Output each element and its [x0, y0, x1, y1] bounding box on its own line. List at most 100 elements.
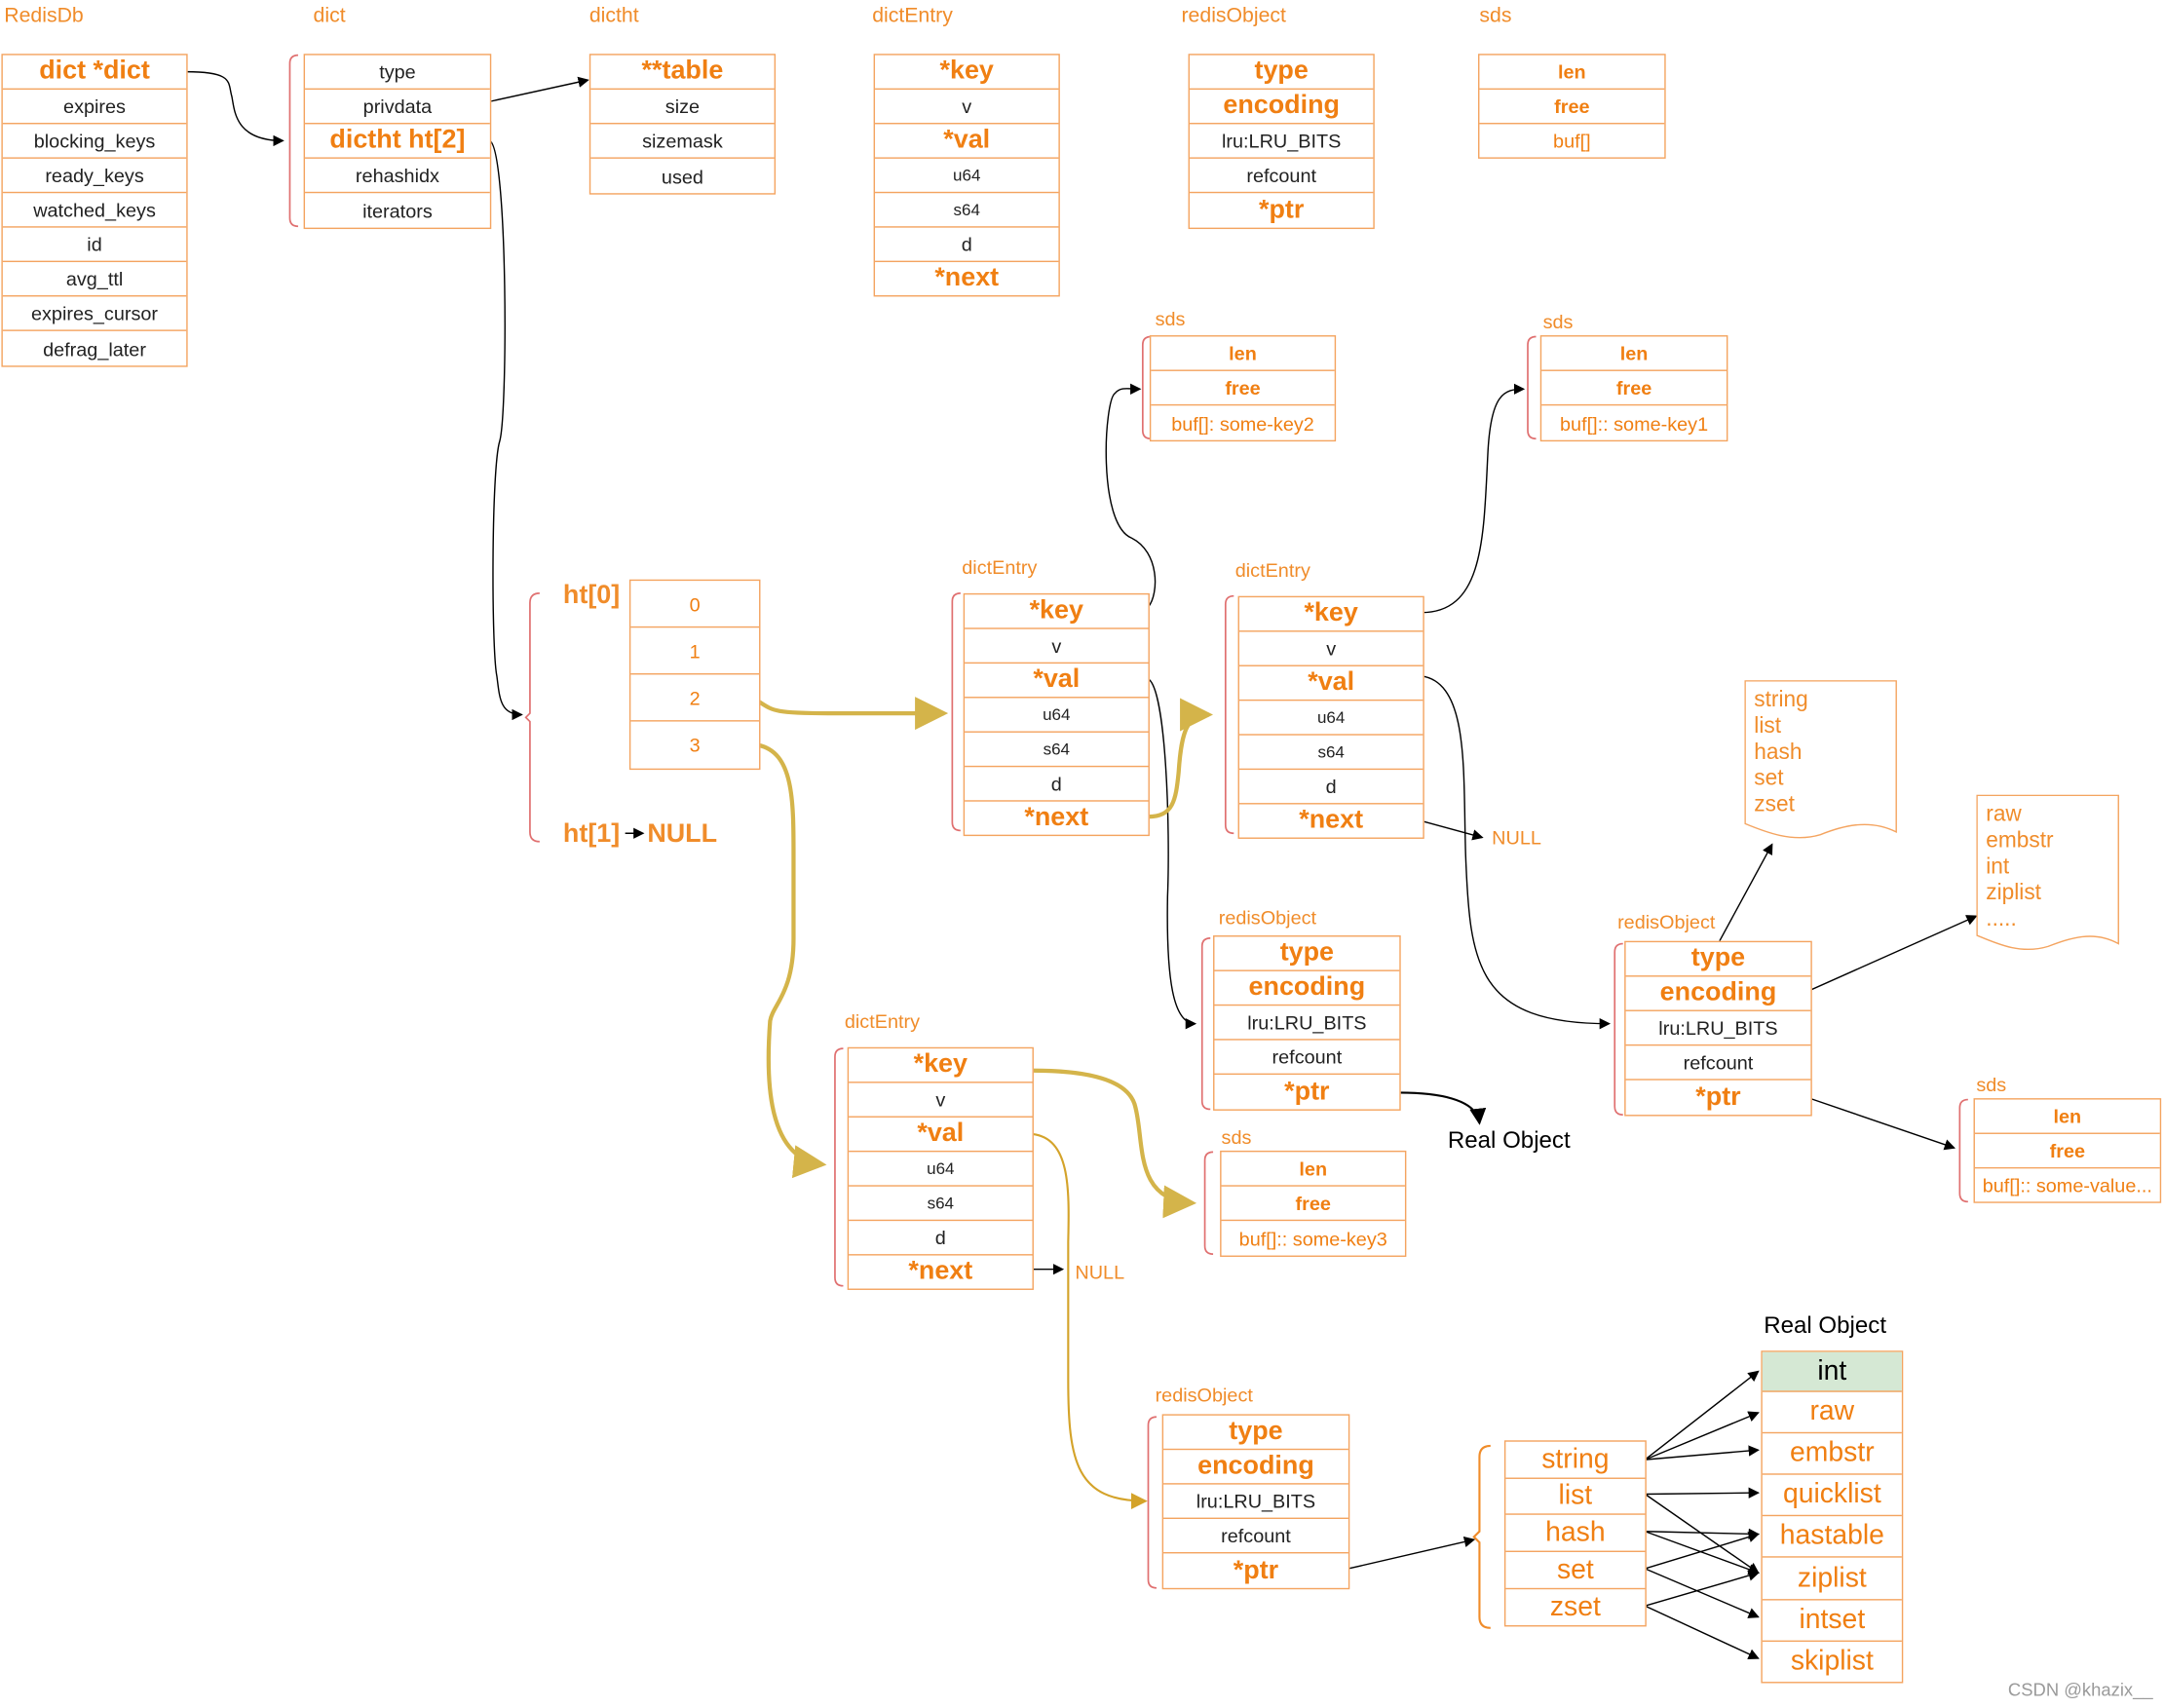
encoding-item: hastable — [1762, 1516, 1902, 1558]
sds-key1-label: sds — [1542, 310, 1574, 333]
redisdb-field: defrag_later — [43, 337, 146, 360]
dict-field: type — [305, 56, 490, 91]
type-item: zset — [1549, 1591, 1601, 1622]
sds-value-table: len free buf[]:: some-value... — [1973, 1098, 2162, 1203]
sds-key1-table: len free buf[]:: some-key1 — [1539, 335, 1728, 442]
redisdb-field: expires — [2, 90, 187, 125]
sds-field: buf[] — [1553, 130, 1591, 152]
bucket-slot: 1 — [630, 627, 760, 675]
type-item: list — [1505, 1479, 1646, 1515]
types-table: string list hash set zset — [1503, 1440, 1647, 1627]
entry-field: d — [849, 1221, 1033, 1256]
redisdb-field: id — [2, 228, 187, 263]
dictentry-field: u64 — [875, 159, 1059, 194]
robj-field: lru:LRU_BITS — [1214, 1006, 1400, 1041]
redisdb-table: dict *dict expires blocking_keys ready_k… — [1, 54, 188, 367]
robj-field: refcount — [1625, 1045, 1811, 1081]
dict-header: dict — [313, 4, 346, 28]
dictentry-field: *next — [934, 263, 1000, 293]
sds-definition-table: len free buf[] — [1478, 54, 1666, 159]
robj-field: type — [1163, 1416, 1348, 1451]
encoding-item: ziplist — [1762, 1558, 1902, 1601]
encoding-item: skiplist — [1790, 1646, 1874, 1677]
dictentry-definition-table: *key v *val u64 s64 d *next — [873, 54, 1060, 297]
sds-field: free — [1974, 1134, 2160, 1169]
dictentry-header: dictEntry — [872, 4, 953, 28]
note-line: set — [1754, 767, 1784, 791]
ht1-label: ht[1] — [562, 819, 621, 849]
sds-field: buf[]: some-key2 — [1171, 411, 1314, 435]
entry-field: *key — [849, 1048, 1033, 1083]
robj-field: encoding — [1214, 971, 1400, 1006]
robj-field: refcount — [1163, 1519, 1348, 1554]
note-line: raw — [1986, 803, 2022, 827]
dictht-table: **table size sizemask used — [588, 54, 777, 195]
entry-field: *next — [908, 1256, 973, 1286]
dictentry-field: *key — [875, 56, 1059, 91]
type-note-shape — [1744, 680, 1897, 839]
redisobject-c-label: redisObject — [1155, 1384, 1253, 1406]
bucket-array: 0 1 2 3 — [628, 579, 761, 771]
bucket-slot: 2 — [630, 674, 760, 722]
note-line: hash — [1754, 740, 1803, 765]
entry-field: d — [965, 767, 1149, 802]
robj-field: *ptr — [1284, 1077, 1330, 1106]
redisdb-field: ready_keys — [2, 159, 187, 194]
note-line: int — [1986, 854, 2010, 879]
note-line: list — [1754, 714, 1782, 739]
redisdb-field: expires_cursor — [2, 296, 187, 331]
entry-field: *next — [1299, 805, 1364, 835]
robj-field: lru:LRU_BITS — [1625, 1011, 1811, 1046]
dict-field: rehashidx — [305, 159, 490, 194]
encoding-item: embstr — [1762, 1433, 1902, 1475]
ht0-label: ht[0] — [562, 581, 621, 610]
encoding-item: int — [1762, 1351, 1902, 1392]
robj-field: lru:LRU_BITS — [1163, 1485, 1348, 1520]
entry-field: *next — [1024, 803, 1089, 832]
robj-field: *ptr — [1233, 1555, 1279, 1585]
sds-field: len — [1479, 56, 1665, 91]
entry-field: *val — [849, 1118, 1033, 1153]
entry-field: v — [849, 1083, 1033, 1118]
ht1-null-label: NULL — [647, 819, 718, 849]
sds-field: buf[]:: some-value... — [1982, 1174, 2152, 1196]
sds-value-label: sds — [1976, 1073, 2007, 1096]
sds-field: free — [1479, 90, 1665, 125]
bucket-slot: 3 — [689, 734, 701, 756]
robj-field: type — [1214, 936, 1400, 971]
redisdb-header: RedisDb — [4, 4, 84, 28]
entry-field: v — [1238, 632, 1424, 666]
redisdb-field: dict *dict — [2, 56, 187, 91]
real-object-label-b: Real Object — [1764, 1311, 1887, 1339]
encoding-note-shape — [1976, 794, 2119, 951]
sds-field: buf[]:: some-key3 — [1238, 1227, 1387, 1250]
dictht-field: used — [661, 165, 703, 187]
sds-key3-label: sds — [1221, 1125, 1252, 1149]
dictht-field: size — [590, 90, 775, 125]
entry-field: d — [1238, 770, 1424, 805]
redisobject-b-label: redisObject — [1617, 910, 1716, 933]
dictentry-c-table: *key v *val u64 s64 d *next — [847, 1046, 1034, 1290]
entry-field: *key — [965, 594, 1149, 629]
entry-field: s64 — [1238, 736, 1424, 771]
dictentry-c-label: dictEntry — [844, 1009, 921, 1033]
redisdb-field: blocking_keys — [2, 124, 187, 159]
redisdb-field: watched_keys — [2, 193, 187, 228]
type-note: string list hash set zset — [1744, 680, 1897, 825]
type-item: string — [1505, 1442, 1646, 1479]
redisobject-header: redisObject — [1181, 4, 1286, 28]
robj-field: encoding — [1163, 1450, 1348, 1485]
note-line: ziplist — [1986, 881, 2041, 905]
dictentry-field: d — [875, 228, 1059, 263]
dict-table: type privdata dictht ht[2] rehashidx ite… — [303, 54, 492, 230]
entry-b-next-null: NULL — [1492, 826, 1541, 849]
robj-field: *ptr — [1695, 1082, 1741, 1112]
redisobject-field: encoding — [1189, 90, 1374, 125]
sds-field: len — [1151, 337, 1335, 371]
dict-field: privdata — [305, 90, 490, 125]
note-line: string — [1754, 688, 1808, 712]
dict-field: iterators — [362, 199, 433, 222]
redisobject-field: type — [1189, 56, 1374, 91]
sds-field: free — [1221, 1187, 1405, 1222]
redisdb-field: avg_ttl — [2, 262, 187, 297]
